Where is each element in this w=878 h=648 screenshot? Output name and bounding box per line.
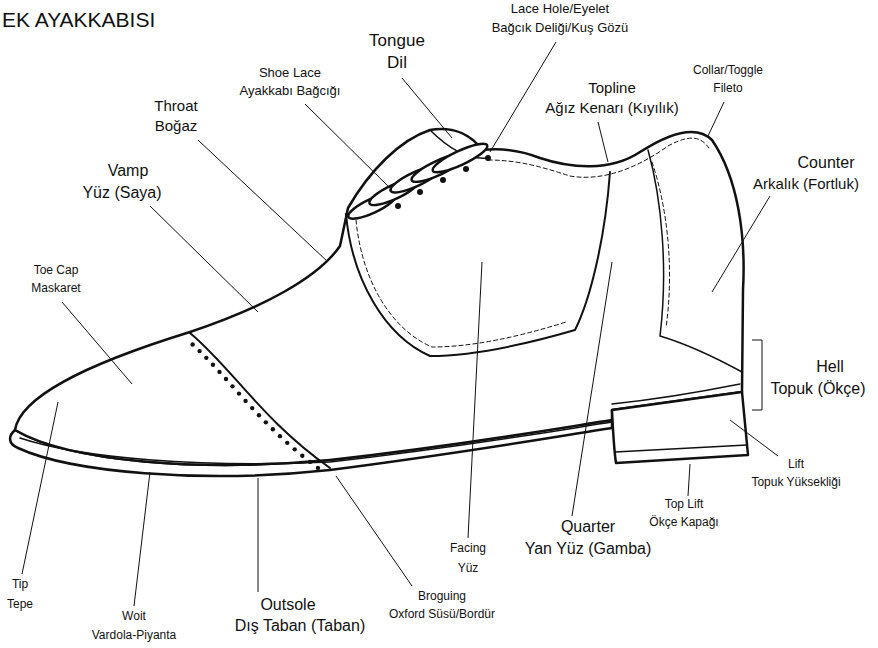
part-label: Broguing [418,590,466,603]
part-label: Quarter [561,518,615,536]
part-label: Counter [798,154,855,172]
brogue-hole [271,427,275,431]
topline-stitch [488,138,710,177]
part-label: Lace Hole/Eyelet [511,2,609,16]
part-label: Tip [12,578,28,591]
brogue-hole [264,420,268,424]
brogue-hole [250,406,254,410]
brogue-hole [300,454,304,458]
part-label: Bağcık Deliği/Kuş Gözü [492,21,629,35]
part-label: Yüz [458,562,479,575]
heel [612,392,748,463]
brogue-hole [293,447,297,451]
part-label: Yüz (Saya) [82,184,161,202]
brogue-hole [278,434,282,438]
part-label: Tongue [369,32,425,51]
part-label: Yan Yüz (Gamba) [525,540,652,558]
part-label: Hell [816,358,844,376]
brogue-hole [285,441,289,445]
part-label: Toe Cap [34,264,79,277]
facing-stitch [356,220,566,347]
part-label: Outsole [260,596,315,614]
brogue-hole [230,384,234,388]
leader-lines [22,42,778,606]
top-lift-line [615,445,747,452]
part-label: Top Lift [665,498,704,511]
part-label: Topuk Yüksekliği [751,476,840,489]
brogue-hole [308,460,312,464]
counter-seam [648,150,742,372]
brogue-hole [237,391,241,395]
part-label: Ökçe Kapağı [649,516,718,529]
heel-seam [612,384,740,404]
part-label: Oxford Süsü/Bordür [389,608,495,621]
part-label: Fileto [713,82,742,95]
part-label: Facing [450,542,486,555]
part-label: Lift [788,458,804,471]
facing-panel [346,172,610,356]
diagram-title: EK AYAKKABISI [2,8,155,31]
part-label: Tepe [7,598,33,611]
part-label: Vamp [108,162,149,180]
brogue-hole [257,413,261,417]
part-label: Maskaret [31,282,80,295]
brogue-hole [243,399,247,403]
part-label: Topuk (Ökçe) [770,380,865,398]
part-label: Arkalık (Fortluk) [753,176,859,193]
brogue-hole [197,349,201,353]
brogue-hole [217,370,221,374]
brogue-hole [211,363,215,367]
part-label: Collar/Toggle [693,64,763,77]
eyelets [395,155,491,209]
part-label: Ayakkabı Bağcığı [240,84,341,98]
shoe-laces [345,139,490,223]
brogue-hole [224,377,228,381]
brogue-hole [190,342,194,346]
part-label: Dış Taban (Taban) [235,617,365,635]
brogue-hole [316,466,320,470]
brogue-hole [204,356,208,360]
part-label: Vardola-Piyanta [92,629,177,642]
toe-cap-seam [190,333,330,468]
part-label: Dil [387,54,407,73]
part-label: Throat [154,98,197,115]
part-label: Shoe Lace [259,66,321,80]
counter-stitch [652,162,670,328]
part-label: Ağız Kenarı (Kıyılık) [545,100,678,117]
part-label: Woit [122,610,146,623]
part-label: Boğaz [155,118,198,135]
part-label: Topline [588,80,636,97]
broguing-holes [190,342,320,470]
